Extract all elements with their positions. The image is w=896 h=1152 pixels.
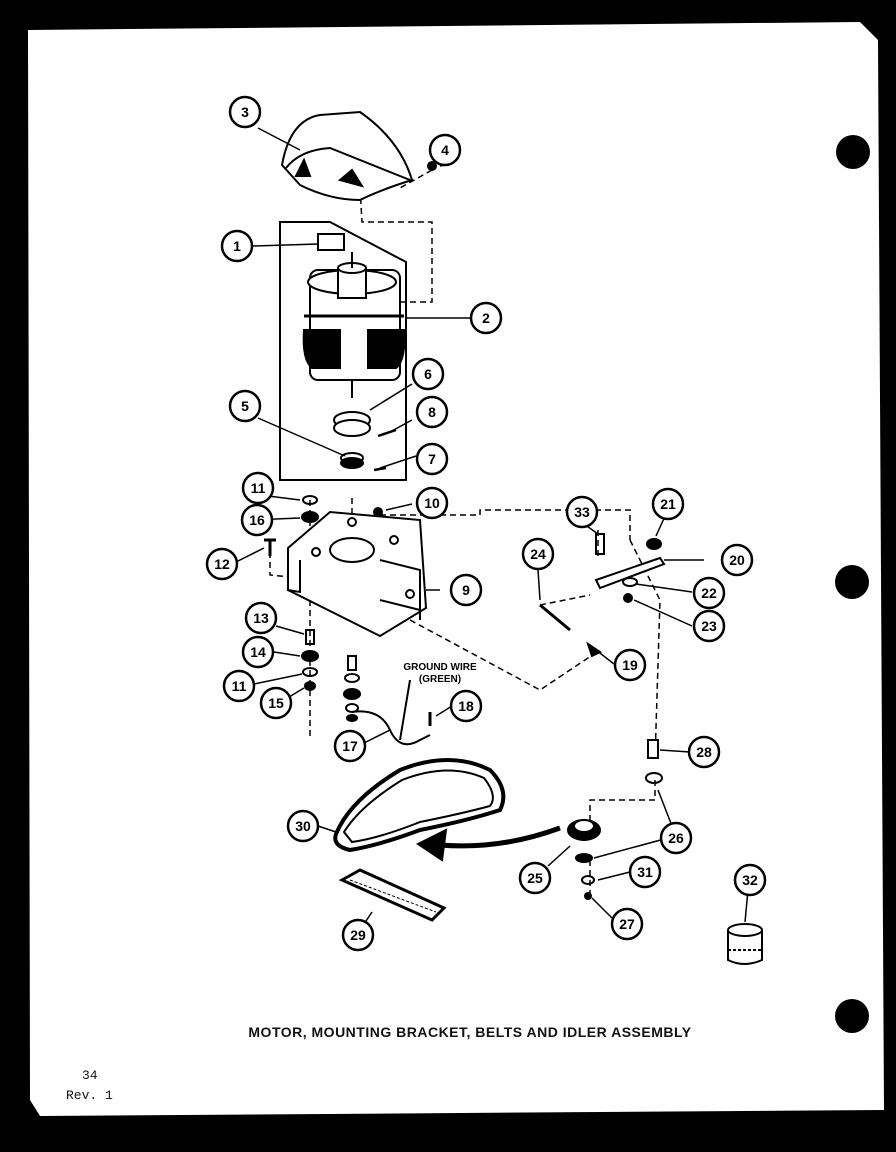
callout-number: 17 — [342, 738, 358, 754]
revision-label: Rev. 1 — [66, 1088, 113, 1103]
callout-13: 13 — [244, 601, 278, 635]
callout-number: 30 — [295, 818, 311, 834]
callout-33: 33 — [565, 495, 599, 529]
callout-4: 4 — [428, 133, 462, 167]
idler-arm — [539, 533, 666, 658]
callout-6: 6 — [411, 357, 445, 391]
screw-12 — [264, 538, 276, 556]
direction-arrow — [439, 825, 561, 849]
callout-18: 18 — [449, 689, 483, 723]
callout-number: 32 — [742, 872, 758, 888]
callout-2: 2 — [469, 301, 503, 335]
callout-number: 11 — [251, 480, 266, 496]
callout-number: 33 — [574, 504, 590, 520]
callout-number: 1 — [233, 238, 241, 254]
callout-number: 15 — [268, 695, 284, 711]
callout-32: 32 — [733, 863, 767, 897]
callout-number: 14 — [250, 644, 266, 660]
callout-number: 9 — [462, 582, 470, 598]
callout-number: 24 — [530, 546, 546, 562]
callout-number: 26 — [668, 830, 684, 846]
callout-11: 11 — [241, 471, 275, 505]
callout-number: 29 — [350, 927, 366, 943]
callout-number: 22 — [701, 585, 717, 601]
washer-stack-center — [343, 655, 361, 722]
washer-stack-left — [301, 495, 319, 691]
callout-number: 16 — [249, 512, 265, 528]
callout-number: 6 — [424, 366, 432, 382]
callout-number: 23 — [701, 618, 717, 634]
callout-number: 5 — [241, 398, 249, 414]
motor-body — [302, 233, 406, 398]
drive-belt — [333, 758, 506, 853]
callout-24: 24 — [521, 537, 555, 571]
callout-21: 21 — [651, 487, 685, 521]
mounting-bracket — [287, 510, 428, 638]
callout-14: 14 — [241, 635, 275, 669]
page-number: 34 — [82, 1068, 98, 1083]
callout-22: 22 — [692, 576, 726, 610]
callout-10: 10 — [415, 486, 449, 520]
callout-number: 19 — [622, 657, 638, 673]
binder-hole-top — [836, 135, 870, 169]
callout-number: 8 — [428, 404, 436, 420]
callout-number: 2 — [482, 310, 490, 326]
binder-hole-middle — [835, 565, 869, 599]
binder-hole-bottom — [835, 999, 869, 1033]
callout-25: 25 — [518, 861, 552, 895]
callout-number: 3 — [241, 104, 249, 120]
callout-19: 19 — [613, 648, 647, 682]
callout-8: 8 — [415, 395, 449, 429]
callout-20: 20 — [720, 543, 754, 577]
callout-number: 4 — [441, 142, 449, 158]
callout-26: 26 — [659, 821, 693, 855]
callout-number: 21 — [660, 496, 676, 512]
callout-number: 7 — [428, 451, 436, 467]
dashed-leaders — [269, 169, 661, 900]
idler-pulley — [567, 739, 663, 900]
callout-16: 16 — [240, 503, 274, 537]
callout-15: 15 — [259, 686, 293, 720]
callout-9: 9 — [449, 573, 483, 607]
callout-layer: 1234567891011121314151617181920212223242… — [205, 95, 767, 952]
callout-number: 10 — [424, 495, 440, 511]
callout-number: 28 — [696, 744, 712, 760]
callout-number: 25 — [527, 870, 543, 886]
callout-31: 31 — [628, 855, 662, 889]
callout-number: 12 — [214, 556, 230, 572]
callout-number: 18 — [458, 698, 474, 714]
callout-23: 23 — [692, 609, 726, 643]
motor-frame-outline — [279, 221, 407, 481]
ground-wire-label-line2: (GREEN) — [419, 674, 461, 685]
callout-29: 29 — [341, 918, 375, 952]
callout-17: 17 — [333, 729, 367, 763]
callout-5: 5 — [228, 389, 262, 423]
callout-1: 1 — [220, 229, 254, 263]
callout-12: 12 — [205, 547, 239, 581]
container-32 — [727, 923, 763, 965]
belt-29 — [338, 868, 447, 922]
callout-7: 7 — [415, 442, 449, 476]
motor-cover — [280, 110, 414, 202]
callout-number: 11 — [232, 678, 247, 694]
callout-30: 30 — [286, 809, 320, 843]
callout-27: 27 — [610, 907, 644, 941]
diagram-title: MOTOR, MOUNTING BRACKET, BELTS AND IDLER… — [248, 1024, 692, 1040]
callout-number: 20 — [729, 552, 745, 568]
callout-28: 28 — [687, 735, 721, 769]
callout-3: 3 — [228, 95, 262, 129]
ground-wire-label-line1: GROUND WIRE — [403, 662, 477, 673]
callout-number: 13 — [253, 610, 269, 626]
callout-number: 27 — [619, 916, 635, 932]
callout-11: 11 — [222, 669, 256, 703]
callout-number: 31 — [637, 864, 653, 880]
